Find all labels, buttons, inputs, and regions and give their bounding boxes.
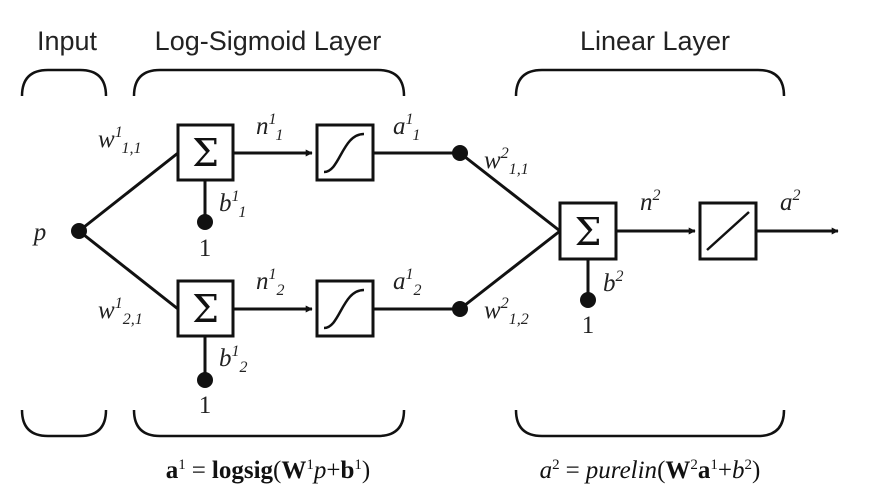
bias-input-1: 1 xyxy=(199,235,212,262)
output-label-a1-2: a12 xyxy=(393,266,422,299)
weight-wire-2-1-1 xyxy=(459,151,561,233)
sum-symbol-layer2: Σ xyxy=(575,210,602,254)
logsig-bottom-brace xyxy=(132,409,406,438)
bias-label-b2: b2 xyxy=(603,268,624,297)
bias-node-2 xyxy=(197,372,213,388)
output-label-a2: a2 xyxy=(780,187,801,216)
linear-top-brace xyxy=(514,68,786,97)
net-input-label-n1-2: n12 xyxy=(256,266,285,299)
logsig-top-brace xyxy=(132,68,406,97)
equation-layer2: a2=purelin(W2a1+b2) xyxy=(540,457,761,484)
linear-bottom-brace xyxy=(514,409,786,438)
weight-wire-2-1 xyxy=(78,229,179,311)
sum-symbol-2: Σ xyxy=(192,287,219,331)
weight-wire-2-1-2 xyxy=(459,229,561,311)
output-label-a1-1: a11 xyxy=(393,111,420,144)
bias-node-layer2 xyxy=(580,292,596,308)
sum-symbol-1: Σ xyxy=(192,131,219,175)
sigmoid-icon xyxy=(323,132,365,174)
bias-node-1 xyxy=(197,214,213,230)
equation-layer1: a1=logsig(W1p+b1) xyxy=(166,457,370,484)
weight-label-w2-1-1: w21,1 xyxy=(484,145,529,178)
logsig-layer-header: Log-Sigmoid Layer xyxy=(155,26,382,56)
sigmoid-icon xyxy=(323,288,365,330)
weight-label-w1-2-1: w12,1 xyxy=(98,295,143,328)
net-input-label-n2: n2 xyxy=(640,187,661,216)
linear-icon xyxy=(706,211,750,251)
bias-label-b1-1: b11 xyxy=(219,188,246,221)
bias-label-b1-2: b12 xyxy=(219,343,248,376)
input-header: Input xyxy=(37,26,98,56)
weight-wire-1-1 xyxy=(78,151,179,233)
input-bottom-brace xyxy=(20,409,108,438)
weight-label-w1-1-1: w11,1 xyxy=(98,124,142,157)
weight-label-w2-1-2: w21,2 xyxy=(484,295,529,328)
input-label: p xyxy=(32,219,47,246)
net-input-label-n1-1: n11 xyxy=(256,111,283,144)
bias-input-2: 1 xyxy=(199,392,212,419)
input-top-brace xyxy=(20,68,108,97)
svg-text:p: p xyxy=(32,219,47,246)
linear-layer-header: Linear Layer xyxy=(580,26,730,56)
bias-input-layer2: 1 xyxy=(582,312,595,339)
